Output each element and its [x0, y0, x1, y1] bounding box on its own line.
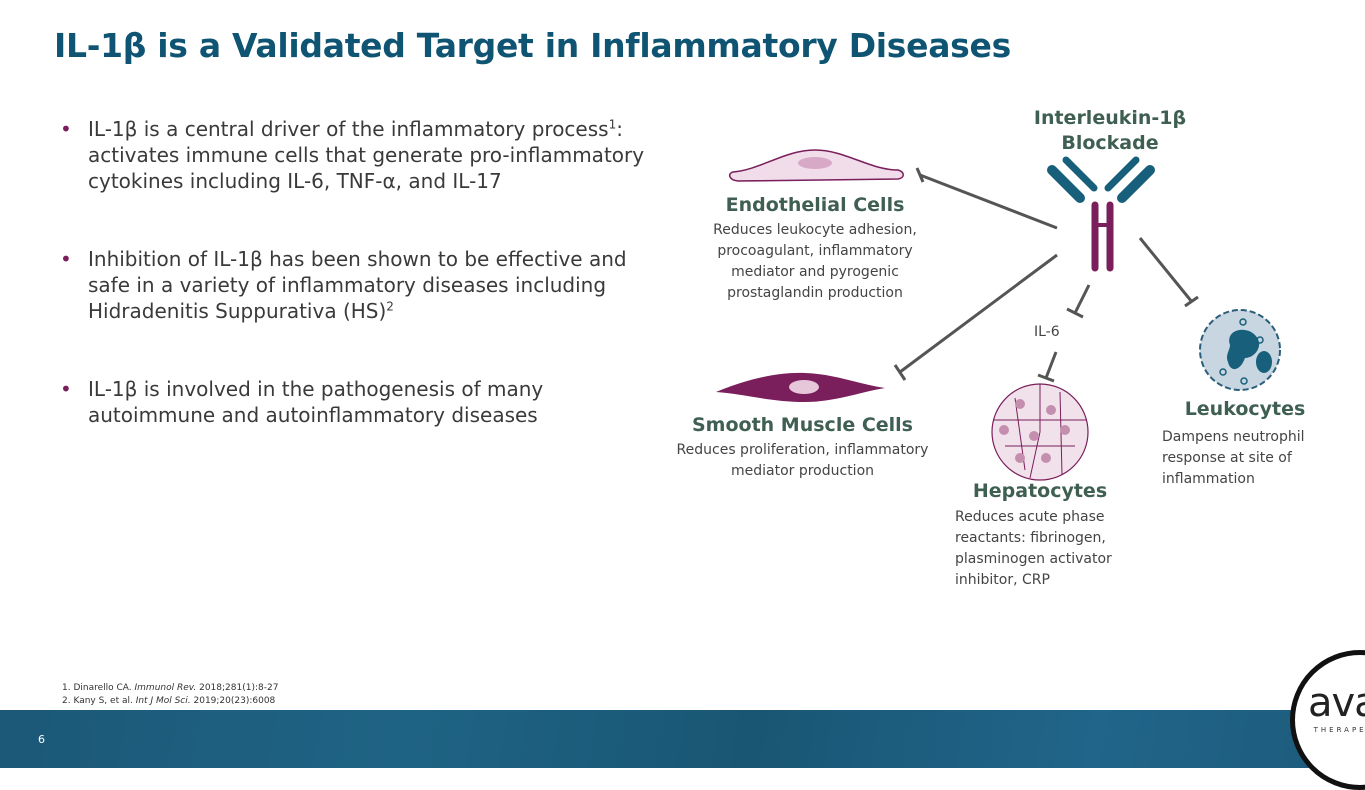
reference-item: 1. Dinarello CA. Immunol Rev. 2018;281(1…	[62, 682, 278, 695]
logo: avalo	[1308, 680, 1365, 726]
footnote-ref: 1	[608, 117, 617, 132]
page-title: IL-1β is a Validated Target in Inflammat…	[54, 26, 1011, 65]
logo-subtitle: THERAPEUTICS	[1313, 726, 1365, 734]
ref-text: 1. Dinarello CA.	[62, 683, 135, 693]
smooth-muscle-title: Smooth Muscle Cells	[692, 414, 913, 436]
bullet-item: • IL-1β is involved in the pathogenesis o…	[60, 376, 660, 428]
leukocytes-title: Leukocytes	[1184, 398, 1306, 420]
bullet-item: • IL-1β is a central driver of the inflam…	[60, 116, 660, 194]
inhibition-arrows	[893, 167, 1199, 383]
references: 1. Dinarello CA. Immunol Rev. 2018;281(1…	[62, 682, 278, 708]
ref-text: 2018;281(1):8-27	[196, 683, 279, 693]
bullet-icon: •	[60, 377, 72, 401]
hepatocytes-title: Hepatocytes	[972, 480, 1108, 502]
bullet-text: IL-1β is a central driver of the inflamm…	[88, 117, 609, 141]
bullet-item: • Inhibition of IL-1β has been shown to b…	[60, 246, 660, 324]
bullet-list: • IL-1β is a central driver of the inflam…	[60, 116, 660, 480]
antibody-icon	[1047, 156, 1155, 272]
footer-band	[0, 710, 1365, 768]
bullet-text: Inhibition of IL-1β has been shown to be…	[88, 247, 627, 323]
smooth-muscle-desc: Reduces proliferation, inflammatory medi…	[676, 442, 929, 479]
bullet-icon: •	[60, 247, 72, 271]
leukocytes-desc: Dampens neutrophil response at site of i…	[1162, 429, 1305, 487]
bullet-text: IL-1β is involved in the pathogenesis of…	[88, 377, 544, 427]
footnote-ref: 2	[386, 299, 394, 314]
hepatocytes-icon	[991, 383, 1089, 481]
smooth-muscle-cell-icon	[716, 372, 885, 402]
endothelial-title: Endothelial Cells	[725, 194, 905, 216]
ref-journal: Int J Mol Sci.	[135, 696, 191, 706]
page-number: 6	[38, 733, 45, 746]
title-line: Blockade	[1061, 132, 1159, 154]
ref-text: 2. Kany S, et al.	[62, 696, 136, 706]
diagram-graphics	[716, 149, 1281, 481]
ref-text: 2019;20(23):6008	[190, 696, 276, 706]
il6-label: IL-6	[1034, 324, 1060, 340]
ref-journal: Immunol Rev.	[134, 683, 197, 693]
endothelial-cell-icon	[729, 149, 904, 182]
bullet-icon: •	[60, 117, 72, 141]
endothelial-desc: Reduces leukocyte adhesion, procoagulant…	[713, 222, 917, 301]
bullet-text: : activates immune cells that generate p…	[88, 117, 645, 193]
title-line: Interleukin-1β	[1033, 107, 1187, 129]
hepatocytes-desc: Reduces acute phase reactants: fibrinoge…	[955, 509, 1112, 588]
leukocyte-icon	[1199, 309, 1281, 391]
reference-item: 2. Kany S, et al. Int J Mol Sci. 2019;20…	[62, 695, 278, 708]
